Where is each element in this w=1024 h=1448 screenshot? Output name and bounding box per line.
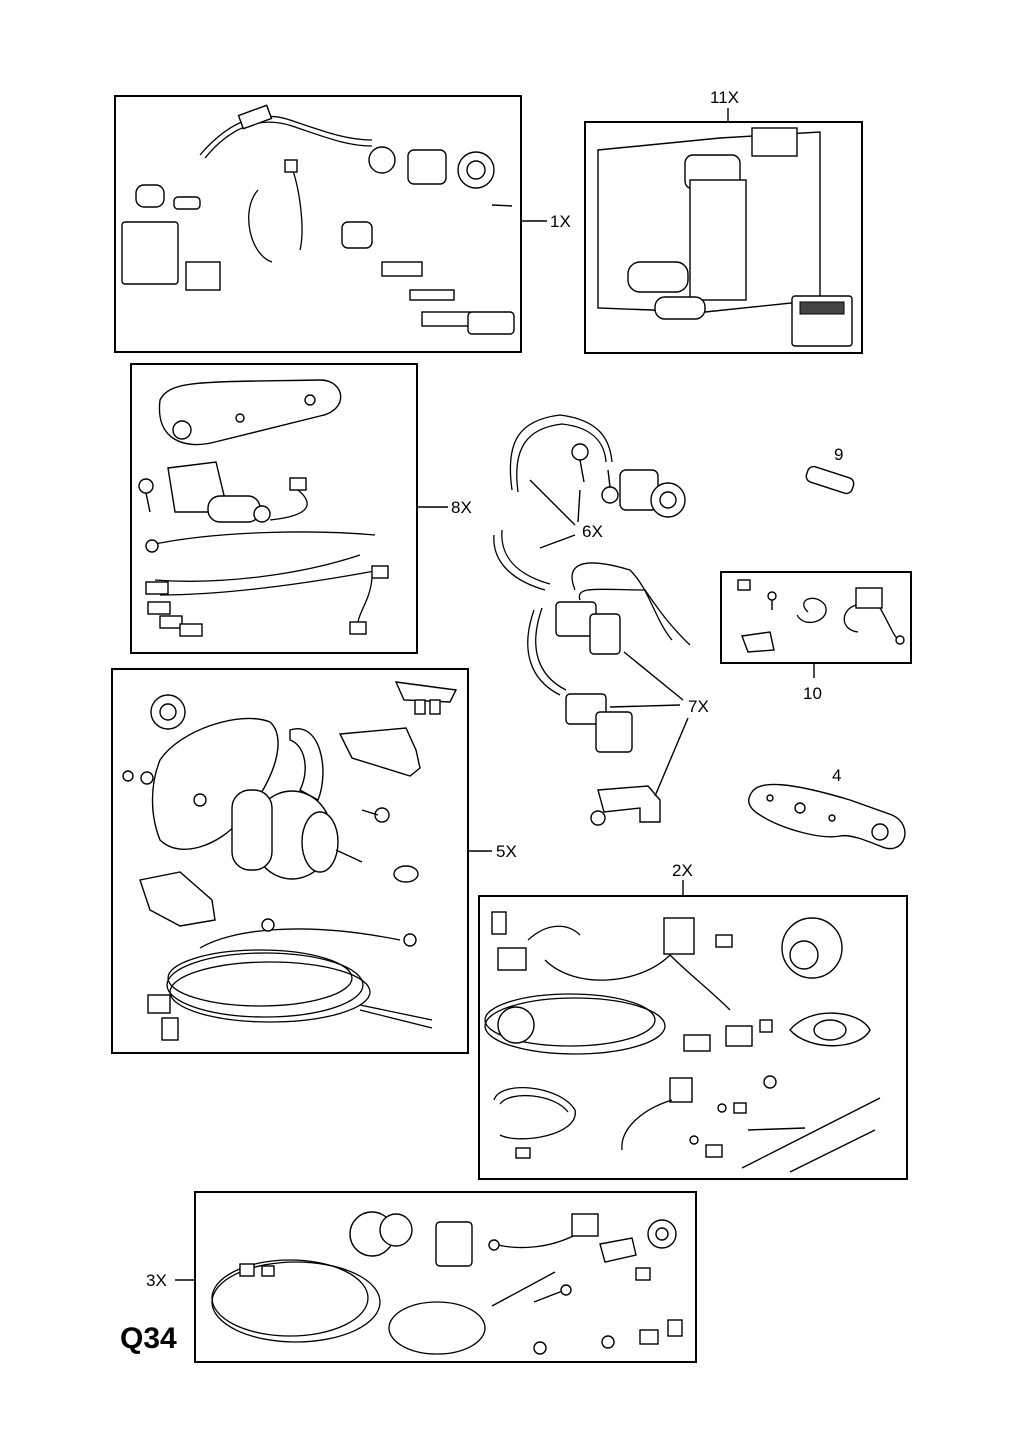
cable-tie-3x (491, 1271, 556, 1307)
leader-6x-c (539, 534, 576, 549)
leader-7x-a (623, 651, 684, 701)
ring-terminal-8x (145, 539, 159, 553)
terminal-1x-a (381, 261, 423, 277)
terminal-1x-d (467, 311, 515, 335)
leader-6x-b (577, 489, 581, 523)
group-6x: 6X (509, 414, 686, 549)
cable-tie-1x (248, 189, 273, 263)
module-3x (435, 1221, 473, 1267)
cable-coil-10 (796, 597, 827, 624)
page-code: Q34 (120, 1322, 177, 1355)
bracket-3x (599, 1237, 637, 1263)
washer-5x (393, 865, 419, 883)
connector-7x-b (589, 613, 621, 655)
callout-8x: 8X (451, 498, 472, 517)
holder-1x (135, 184, 165, 208)
leader-7x-c (654, 717, 689, 797)
callout-9: 9 (834, 445, 843, 464)
module-2x (663, 917, 695, 955)
connector-1x (237, 104, 273, 130)
callout-3x: 3X (146, 1271, 167, 1290)
callout-11x: 11X (710, 88, 739, 107)
callout-7x: 7X (688, 697, 709, 716)
group-11x: 11X (584, 88, 863, 354)
socket-8x (207, 495, 261, 523)
nut-5x (122, 770, 134, 782)
callout-5x: 5X (496, 842, 517, 861)
ring-terminal-6x (601, 486, 619, 504)
screw-8x (138, 478, 154, 494)
screw-1x (491, 204, 513, 207)
module-5x (139, 871, 216, 927)
group-3x-frame (194, 1191, 697, 1363)
bulb-1x (173, 196, 201, 210)
grommet-2x (497, 1006, 535, 1044)
fuse-1x (185, 261, 221, 291)
group-1x: 1X (114, 95, 571, 353)
group-5x: 5X (111, 668, 517, 1054)
bolt-5x (335, 849, 363, 863)
group-2x: 2X (478, 861, 908, 1180)
group-7x: 7X (493, 529, 709, 826)
cable-tie-2x-b (789, 1129, 876, 1173)
group-5x-frame (111, 668, 469, 1054)
fuse-5x (394, 681, 458, 703)
group-10-frame (720, 571, 912, 664)
wire-6x-a (509, 414, 613, 491)
connector-7x-d (595, 711, 633, 753)
group-3x: 3X (146, 1191, 697, 1363)
item-9: 9 (805, 445, 855, 495)
group-2x-frame (478, 895, 908, 1180)
callout-2x: 2X (672, 861, 693, 880)
group-1x-frame (114, 95, 522, 353)
relay-1x (121, 221, 179, 285)
callout-4: 4 (832, 766, 841, 785)
bracket-7x (597, 785, 661, 823)
harness-5x (167, 949, 353, 1007)
bracket-5x (338, 727, 421, 777)
bolt-3x (533, 1289, 566, 1303)
terminal-1x-b (409, 289, 455, 301)
harness-1x (199, 115, 373, 156)
module-10 (855, 587, 883, 609)
grommet-1x (368, 146, 396, 174)
heater-tube-11x (627, 261, 689, 293)
leader-7x-b (609, 704, 681, 708)
bulb-9 (805, 465, 855, 495)
callout-6x: 6X (582, 522, 603, 541)
lamp-holder-1x (341, 221, 373, 249)
screw-6x (571, 443, 589, 461)
harness-3x (211, 1259, 369, 1337)
group-8x-frame (130, 363, 418, 654)
harness-8x (149, 531, 376, 546)
cable-tie-2x-a (741, 1097, 881, 1169)
bracket-plate-8x (158, 379, 342, 446)
bracket-10 (741, 631, 775, 653)
socket-body-1x (407, 149, 447, 185)
cable-2x (493, 1087, 576, 1140)
heater-display-11x (751, 127, 798, 157)
item-4: 4 (748, 766, 906, 850)
screw-5x (374, 807, 390, 823)
plate-4 (748, 783, 906, 850)
harness-2x (484, 993, 656, 1047)
group-11x-frame (584, 121, 863, 354)
leader-6x-a (529, 479, 576, 526)
callout-1x: 1X (550, 212, 571, 231)
callout-10: 10 (803, 684, 822, 703)
terminal-1x-c (421, 311, 473, 327)
ring-5x (289, 728, 324, 801)
group-10: 10 (720, 571, 912, 703)
wire-7x-a (493, 534, 546, 591)
group-8x: 8X (130, 363, 472, 654)
